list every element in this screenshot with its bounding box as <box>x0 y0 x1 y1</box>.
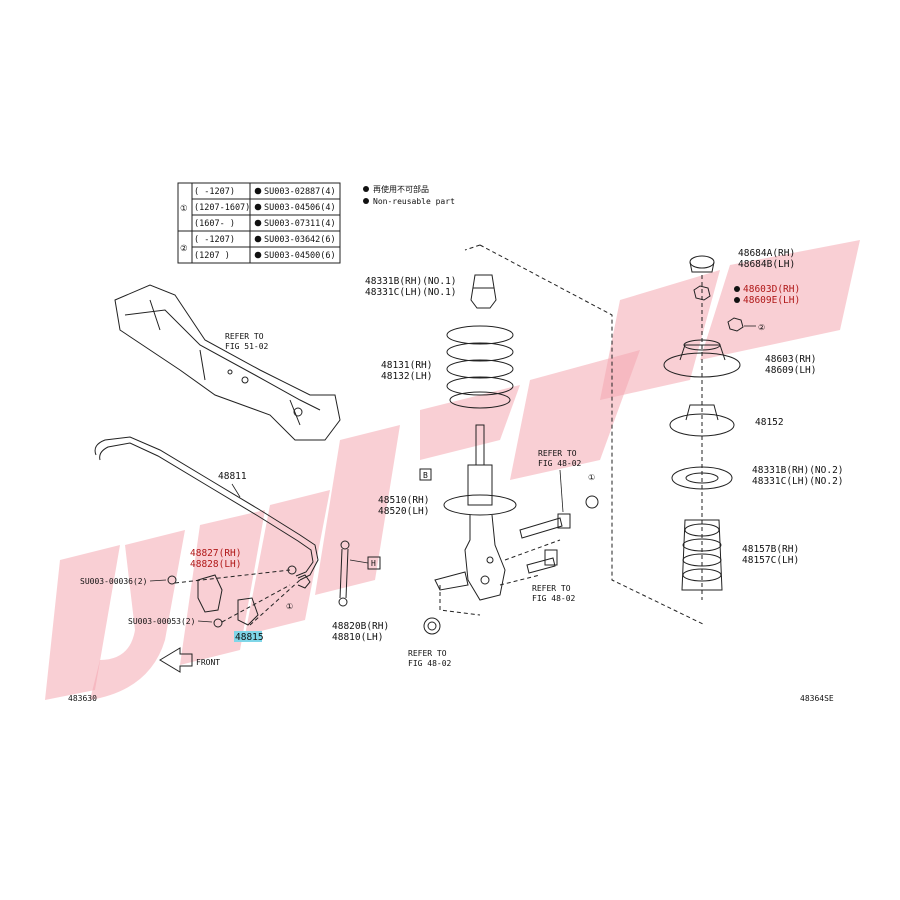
non-reusable-dot-icon <box>734 297 740 303</box>
non-reusable-dot-icon <box>254 219 262 227</box>
label-48684a: 48684A(RH) <box>738 248 795 259</box>
label-su003-00036: SU003-00036(2) <box>80 577 147 586</box>
label-48152: 48152 <box>755 417 784 428</box>
watermark-logo <box>45 240 860 700</box>
label-48609e: 48609E(LH) <box>743 295 800 306</box>
refer-fig48a-line1: REFER TO <box>538 449 577 458</box>
non-reusable-dot-icon <box>254 203 262 211</box>
non-reusable-dot-icon <box>734 286 740 292</box>
refer-fig48a-line2: FIG 48-02 <box>538 459 582 468</box>
non-reusable-dot-icon <box>254 235 262 243</box>
table-range: ( -1207) <box>194 235 235 245</box>
crossmember-illustration <box>114 284 341 441</box>
stabilizer-link <box>287 540 350 607</box>
stabilizer-bracket <box>167 574 259 628</box>
circle-mark-1: ① <box>286 602 293 611</box>
table-range: (1207 ) <box>194 251 230 261</box>
label-48603d: 48603D(RH) <box>743 284 800 295</box>
label-48331c-no2: 48331C(LH)(NO.2) <box>752 476 844 487</box>
group-mark-2: ② <box>180 244 188 254</box>
label-48820b: 48820B(RH) <box>332 621 389 632</box>
non-reusable-dot-icon <box>363 198 369 204</box>
label-48684b: 48684B(LH) <box>738 259 795 270</box>
label-48331c-no1: 48331C(LH)(NO.1) <box>365 287 457 298</box>
group-mark-1: ① <box>180 204 188 214</box>
table-range: ( -1207) <box>194 187 235 197</box>
stabilizer-bar <box>94 436 319 589</box>
table-range: (1607- ) <box>194 219 235 229</box>
label-48603: 48603(RH) <box>765 354 816 365</box>
label-48132: 48132(LH) <box>381 371 432 382</box>
label-48157b: 48157B(RH) <box>742 544 799 555</box>
highlight-48815 <box>234 631 262 642</box>
table-range: (1207-1607) <box>194 203 250 213</box>
refer-fig48c-line1: REFER TO <box>408 649 447 658</box>
label-48510: 48510(RH) <box>378 495 429 506</box>
non-reusable-dot-icon <box>254 187 262 195</box>
refer-fig48b-line2: FIG 48-02 <box>532 594 576 603</box>
front-label: FRONT <box>196 658 220 667</box>
legend-line-1: 再使用不可部品 <box>373 184 429 194</box>
label-48331b-no1: 48331B(RH)(NO.1) <box>365 276 457 287</box>
label-48157c: 48157C(LH) <box>742 555 799 566</box>
refer-fig51-line2: FIG 51-02 <box>225 342 269 351</box>
refer-fig48c-line2: FIG 48-02 <box>408 659 452 668</box>
diagram-code-right: 48364SE <box>800 694 834 703</box>
label-48811: 48811 <box>218 471 247 482</box>
table-part: SU003-02887(4) <box>264 187 336 197</box>
strut-bolts <box>423 495 599 635</box>
non-reusable-dot-icon <box>254 251 262 259</box>
box-b <box>419 468 432 481</box>
label-su003-00053: SU003-00053(2) <box>128 617 195 626</box>
upper-mount-parts <box>663 255 744 591</box>
label-48609: 48609(LH) <box>765 365 816 376</box>
legend-line-2: Non-reusable part <box>373 197 455 206</box>
table-part: SU003-04506(4) <box>264 203 336 213</box>
non-reusable-dot-icon <box>363 186 369 192</box>
coil-spring <box>446 325 514 409</box>
table-part: SU003-07311(4) <box>264 219 336 229</box>
box-b-label: B <box>423 471 428 480</box>
refer-fig51-line1: REFER TO <box>225 332 264 341</box>
label-48520: 48520(LH) <box>378 506 429 517</box>
label-48331b-no2: 48331B(RH)(NO.2) <box>752 465 844 476</box>
box-h-label: H <box>371 559 376 568</box>
circle-mark-1: ① <box>588 473 595 482</box>
fastener-table: ① ② ( -1207) (1207-1607) (1607- ) ( -120… <box>177 182 341 264</box>
circle-mark-2: ② <box>758 323 765 332</box>
label-48810: 48810(LH) <box>332 632 383 643</box>
diagram-code-left: 483630 <box>68 694 97 703</box>
legend: 再使用不可部品 Non-reusable part <box>363 184 455 206</box>
front-arrow-icon <box>159 647 193 673</box>
strut-assembly <box>434 424 517 601</box>
label-48828: 48828(LH) <box>190 559 241 570</box>
label-48815: 48815 <box>235 632 264 643</box>
table-part: SU003-04500(6) <box>264 251 336 261</box>
bump-stop <box>470 274 497 309</box>
label-48131: 48131(RH) <box>381 360 432 371</box>
label-48827: 48827(RH) <box>190 548 241 559</box>
table-part: SU003-03642(6) <box>264 235 336 245</box>
refer-fig48b-line1: REFER TO <box>532 584 571 593</box>
